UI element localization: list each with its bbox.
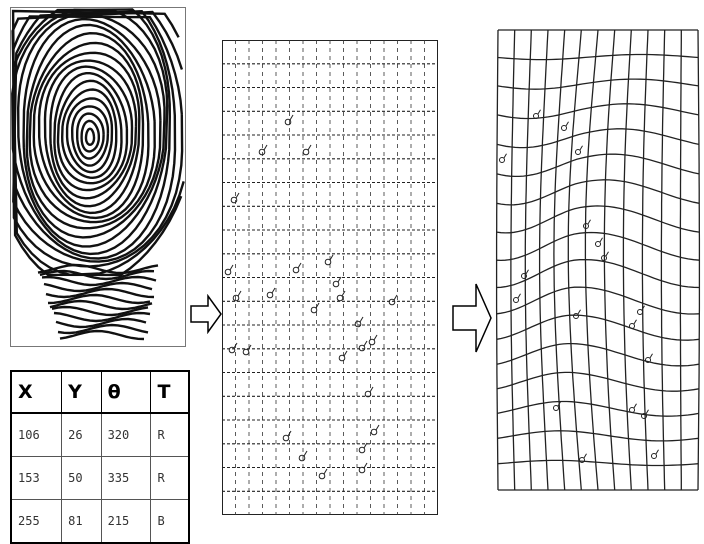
table-header-row: X Y θ T [11,371,189,413]
table-row: 106 26 320 R [11,413,189,457]
table-row: 153 50 335 R [11,457,189,500]
right-arrow-icon [190,294,222,334]
column-header-theta: θ [101,371,151,413]
fingerprint-image [10,7,186,347]
table-cell: R [151,413,189,457]
table-cell: B [151,500,189,544]
table-cell: 320 [101,413,151,457]
column-header-x: X [11,371,62,413]
table-row: 255 81 215 B [11,500,189,544]
table-cell: 215 [101,500,151,544]
minutiae-grid [222,40,438,515]
table-cell: 153 [11,457,62,500]
table-cell: 335 [101,457,151,500]
right-arrow-icon [452,282,492,354]
distorted-grid [492,20,704,500]
table-cell: 26 [62,413,101,457]
column-header-y: Y [62,371,101,413]
table-cell: R [151,457,189,500]
table-cell: 106 [11,413,62,457]
table-cell: 255 [11,500,62,544]
table-cell: 81 [62,500,101,544]
table-cell: 50 [62,457,101,500]
minutiae-table: X Y θ T 106 26 320 R 153 50 335 R 255 81… [10,370,190,544]
column-header-type: T [151,371,189,413]
